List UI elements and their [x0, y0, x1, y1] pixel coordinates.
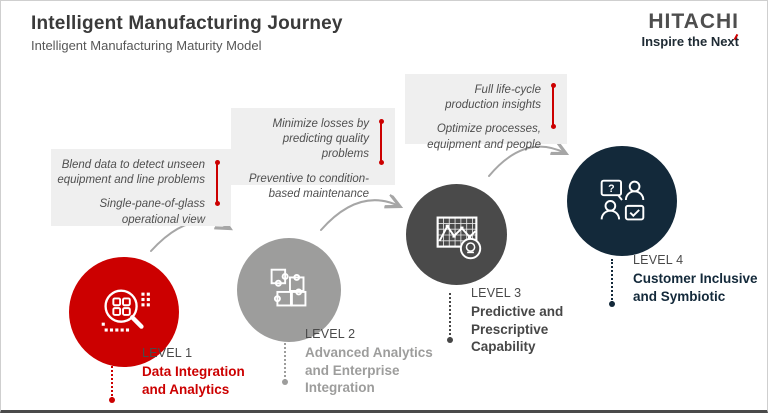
red-range-line [378, 119, 384, 165]
level2-circle [237, 238, 341, 342]
level1-leader-line [109, 355, 115, 403]
level2-leader-line [282, 335, 288, 385]
callout-level2: Minimize losses by predicting quality pr… [231, 108, 395, 200]
question-mark-glyph: ? [608, 183, 615, 195]
callout-line: production insights [445, 99, 541, 112]
callout-paragraph: Single-pane-of-glass operational view [57, 197, 205, 227]
level-title-line: Advanced Analytics [305, 345, 433, 360]
level-label: LEVEL 2 [305, 327, 356, 341]
callout-line: equipment and line problems [57, 174, 205, 187]
level4-label-block: LEVEL 4 Customer Inclusive and Symbiotic [633, 253, 758, 305]
level-title-line: Customer Inclusive [633, 271, 758, 286]
callout-paragraph: Full life-cycle production insights [411, 83, 541, 113]
level-title-line: Predictive and [471, 304, 564, 319]
callout-level3-4: Full life-cycle production insights Opti… [405, 74, 567, 151]
arrow-level2-to-level3 [320, 200, 399, 231]
puzzle-pieces-icon [270, 268, 307, 307]
level-title: Customer Inclusive and Symbiotic [633, 270, 758, 305]
callout-level1: Blend data to detect unseen equipment an… [51, 149, 231, 226]
callout-line: Minimize losses by [272, 118, 370, 130]
hitachi-slogan-text: Inspire the Next [641, 34, 739, 50]
callout-line: operational view [121, 213, 205, 226]
level-title: Data Integration and Analytics [142, 363, 245, 398]
callout-line: predicting quality problems [282, 133, 369, 161]
level-label: LEVEL 3 [471, 286, 522, 300]
level-title-line: Capability [471, 339, 536, 355]
level4-circle: ? [567, 146, 677, 256]
level1-label-block: LEVEL 1 Data Integration and Analytics [142, 346, 245, 398]
hitachi-logo-block: HITACHI Inspire the Next [641, 10, 739, 51]
level-title-line: and Symbiotic [633, 288, 726, 304]
forecast-chart-icon [436, 216, 481, 259]
callout-line: Single-pane-of-glass [99, 198, 205, 211]
page-title: Intelligent Manufacturing Journey [31, 13, 343, 34]
hitachi-logo: HITACHI [648, 10, 739, 33]
level4-leader-line [609, 259, 615, 307]
level-label: LEVEL 1 [142, 346, 193, 360]
hitachi-slogan: Inspire the Next [641, 33, 739, 50]
callout-line: Blend data to detect unseen [61, 159, 205, 171]
level-title-line: and Enterprise [305, 362, 400, 378]
level1-circle [69, 257, 179, 367]
callout-line: Full life-cycle [474, 84, 541, 96]
level3-label-block: LEVEL 3 Predictive and Prescriptive Capa… [471, 286, 563, 356]
level-label: LEVEL 4 [633, 253, 684, 267]
level3-circle [406, 184, 507, 285]
level-title-line: and Analytics [142, 381, 230, 397]
red-range-line [550, 83, 556, 129]
level3-leader-line [447, 293, 453, 343]
callout-line: based maintenance [268, 187, 369, 200]
callout-line: equipment and people [427, 138, 541, 151]
callout-paragraph: Blend data to detect unseen equipment an… [57, 158, 205, 188]
red-range-line [214, 160, 220, 206]
level-title-line: Data Integration [142, 364, 245, 379]
callout-paragraph: Minimize losses by predicting quality pr… [237, 117, 370, 163]
level-title-line: Integration [305, 380, 375, 396]
callout-line: Optimize processes, [436, 123, 541, 136]
callout-line: Preventive to condition- [248, 172, 369, 185]
level-title: Advanced Analytics and Enterprise Integr… [305, 344, 433, 397]
level-title: Predictive and Prescriptive Capability [471, 303, 563, 356]
data-discovery-magnifier-icon [101, 289, 150, 332]
customer-dialogue-icon: ? [600, 179, 645, 221]
callout-paragraph: Optimize processes, equipment and people [411, 122, 541, 152]
level-title-line: Prescriptive [471, 321, 549, 337]
level2-label-block: LEVEL 2 Advanced Analytics and Enterpris… [305, 327, 433, 397]
callout-paragraph: Preventive to condition- based maintenan… [237, 172, 369, 202]
page-subtitle: Intelligent Manufacturing Maturity Model [31, 38, 262, 53]
